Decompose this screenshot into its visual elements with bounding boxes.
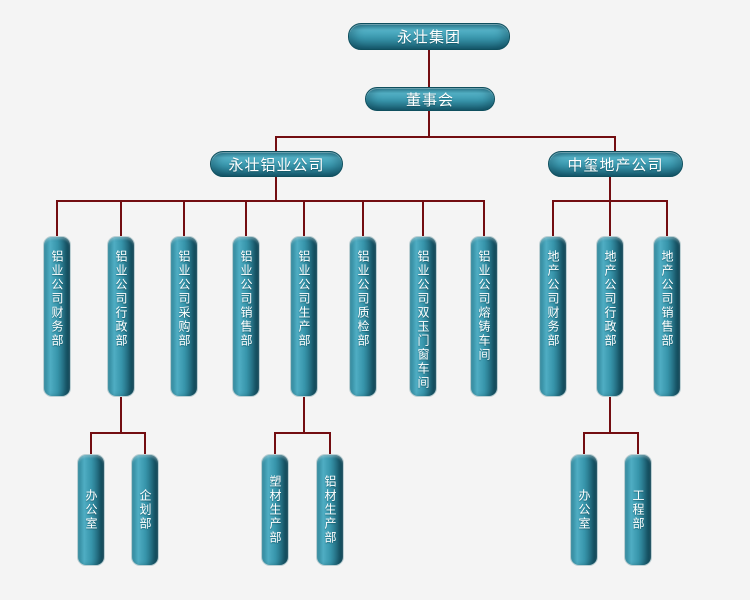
node-plastic-production-dept[interactable]: 塑材生产部: [261, 454, 289, 566]
connector-line: [552, 202, 554, 236]
connector-line: [275, 177, 277, 201]
connector-line: [609, 177, 611, 201]
connector-line: [483, 202, 485, 236]
node-label: 铝业公司行政部: [114, 250, 128, 348]
connector-line: [583, 434, 585, 454]
node-label: 地产公司财务部: [546, 250, 560, 348]
connector-line: [583, 432, 639, 434]
connector-line: [274, 434, 276, 454]
connector-line: [275, 138, 277, 152]
connector-line: [362, 202, 364, 236]
node-label: 地产公司销售部: [660, 250, 674, 348]
node-aluminum-planning-dept[interactable]: 企划部: [131, 454, 159, 566]
node-aluminum-finance-dept[interactable]: 铝业公司财务部: [43, 236, 71, 397]
node-label: 工程部: [631, 489, 645, 531]
node-label: 塑材生产部: [268, 475, 282, 545]
connector-line: [120, 397, 122, 433]
node-label: 铝业公司质检部: [356, 250, 370, 348]
connector-line: [275, 136, 616, 138]
node-aluminum-material-production-dept[interactable]: 铝材生产部: [316, 454, 344, 566]
connector-line: [428, 50, 430, 87]
connector-line: [144, 434, 146, 454]
connector-line: [120, 202, 122, 236]
connector-line: [245, 202, 247, 236]
connector-line: [428, 110, 430, 137]
node-aluminum-smelting-casting-workshop[interactable]: 铝业公司熔铸车间: [470, 236, 498, 397]
connector-line: [90, 432, 146, 434]
node-label: 中玺地产公司: [567, 156, 664, 174]
node-aluminum-production-dept[interactable]: 铝业公司生产部: [290, 236, 318, 397]
node-aluminum-sales-dept[interactable]: 铝业公司销售部: [232, 236, 260, 397]
connector-line: [90, 434, 92, 454]
node-aluminum-shuangyu-doors-windows-workshop[interactable]: 铝业公司双玉门窗车间: [409, 236, 437, 397]
node-realestate-finance-dept[interactable]: 地产公司财务部: [539, 236, 567, 397]
node-aluminum-company[interactable]: 永壮铝业公司: [210, 151, 343, 177]
node-label: 铝业公司采购部: [177, 250, 191, 348]
connector-line: [274, 432, 331, 434]
node-label: 铝业公司双玉门窗车间: [416, 250, 430, 390]
connector-line: [183, 202, 185, 236]
node-aluminum-admin-office[interactable]: 办公室: [77, 454, 105, 566]
node-realestate-sales-dept[interactable]: 地产公司销售部: [653, 236, 681, 397]
node-engineering-dept[interactable]: 工程部: [624, 454, 652, 566]
node-label: 铝业公司财务部: [50, 250, 64, 348]
connector-line: [609, 397, 611, 433]
connector-line: [666, 202, 668, 236]
node-aluminum-quality-dept[interactable]: 铝业公司质检部: [349, 236, 377, 397]
node-label: 铝业公司熔铸车间: [477, 250, 491, 362]
node-yongzhuang-group[interactable]: 永壮集团: [348, 23, 510, 50]
connector-line: [552, 200, 668, 202]
node-label: 铝业公司销售部: [239, 250, 253, 348]
node-label: 永壮铝业公司: [228, 156, 325, 174]
node-label: 办公室: [577, 489, 591, 531]
connector-line: [329, 434, 331, 454]
node-zhongxi-realestate-company[interactable]: 中玺地产公司: [548, 151, 683, 177]
node-aluminum-admin-dept[interactable]: 铝业公司行政部: [107, 236, 135, 397]
node-aluminum-purchasing-dept[interactable]: 铝业公司采购部: [170, 236, 198, 397]
connector-line: [609, 202, 611, 236]
connector-line: [637, 434, 639, 454]
node-label: 地产公司行政部: [603, 250, 617, 348]
node-label: 办公室: [84, 489, 98, 531]
connector-line: [303, 202, 305, 236]
node-label: 企划部: [138, 489, 152, 531]
node-realestate-admin-dept[interactable]: 地产公司行政部: [596, 236, 624, 397]
connector-line: [614, 138, 616, 152]
node-label: 董事会: [405, 91, 454, 109]
node-label: 永壮集团: [396, 29, 461, 46]
connector-line: [56, 202, 58, 236]
node-label: 铝业公司生产部: [297, 250, 311, 348]
connector-line: [56, 200, 485, 202]
connector-line: [303, 397, 305, 433]
connector-line: [422, 202, 424, 236]
node-board-of-directors[interactable]: 董事会: [365, 87, 495, 111]
node-label: 铝材生产部: [323, 475, 337, 545]
node-realestate-admin-office[interactable]: 办公室: [570, 454, 598, 566]
